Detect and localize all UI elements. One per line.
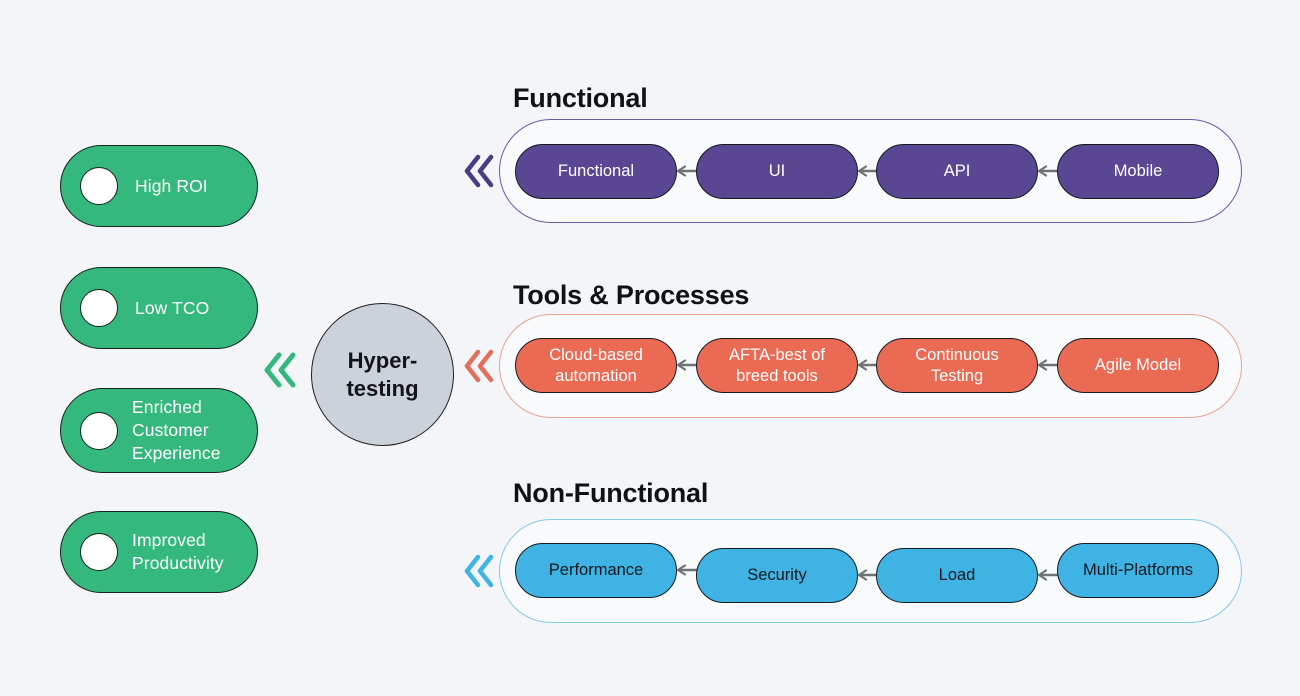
node-functional-mobile[interactable]: Mobile bbox=[1057, 144, 1219, 199]
hub-label-line2: testing bbox=[346, 375, 419, 401]
node-non-functional-load[interactable]: Load bbox=[876, 548, 1038, 603]
benefit-label: High ROI bbox=[135, 175, 208, 196]
bullet-dot-icon bbox=[80, 533, 118, 571]
node-functional-ui[interactable]: UI bbox=[696, 144, 858, 199]
node-tools-agile-model[interactable]: Agile Model bbox=[1057, 338, 1219, 393]
node-non-functional-performance[interactable]: Performance bbox=[515, 543, 677, 598]
benefit-pill-low-tco[interactable]: Low TCO bbox=[60, 267, 258, 349]
benefit-pill-high-roi[interactable]: High ROI bbox=[60, 145, 258, 227]
double-chevron-left-icon-non-functional bbox=[462, 548, 494, 599]
benefit-pill-improved-productivity[interactable]: Improved Productivity bbox=[60, 511, 258, 593]
bullet-dot-icon bbox=[80, 289, 118, 327]
node-functional-functional[interactable]: Functional bbox=[515, 144, 677, 199]
bullet-dot-icon bbox=[80, 167, 118, 205]
hub-hyper-testing[interactable]: Hyper- testing bbox=[311, 303, 454, 446]
node-non-functional-multi-platforms[interactable]: Multi-Platforms bbox=[1057, 543, 1219, 598]
node-functional-api[interactable]: API bbox=[876, 144, 1038, 199]
benefit-label: Improved Productivity bbox=[132, 530, 224, 573]
node-tools-cloud-based-automation[interactable]: Cloud-based automation bbox=[515, 338, 677, 393]
hub-label: Hyper- testing bbox=[346, 347, 418, 403]
double-chevron-left-icon-tools bbox=[462, 343, 494, 394]
node-tools-afta-best-of-breed-tools[interactable]: AFTA-best of breed tools bbox=[696, 338, 858, 393]
benefit-label: Enriched Customer Experience bbox=[132, 397, 221, 463]
double-chevron-left-icon-functional bbox=[462, 148, 494, 199]
node-tools-continuous-testing[interactable]: Continuous Testing bbox=[876, 338, 1038, 393]
row-title-functional: Functional bbox=[513, 83, 648, 113]
benefit-pill-enriched-customer-experience[interactable]: Enriched Customer Experience bbox=[60, 388, 258, 473]
double-chevron-left-icon-benefits bbox=[262, 345, 296, 400]
row-title-tools-processes: Tools & Processes bbox=[513, 280, 750, 310]
bullet-dot-icon bbox=[80, 411, 118, 450]
benefit-label: Low TCO bbox=[135, 297, 210, 318]
hub-label-line1: Hyper- bbox=[347, 347, 418, 373]
row-title-non-functional: Non-Functional bbox=[513, 478, 709, 508]
node-non-functional-security[interactable]: Security bbox=[696, 548, 858, 603]
